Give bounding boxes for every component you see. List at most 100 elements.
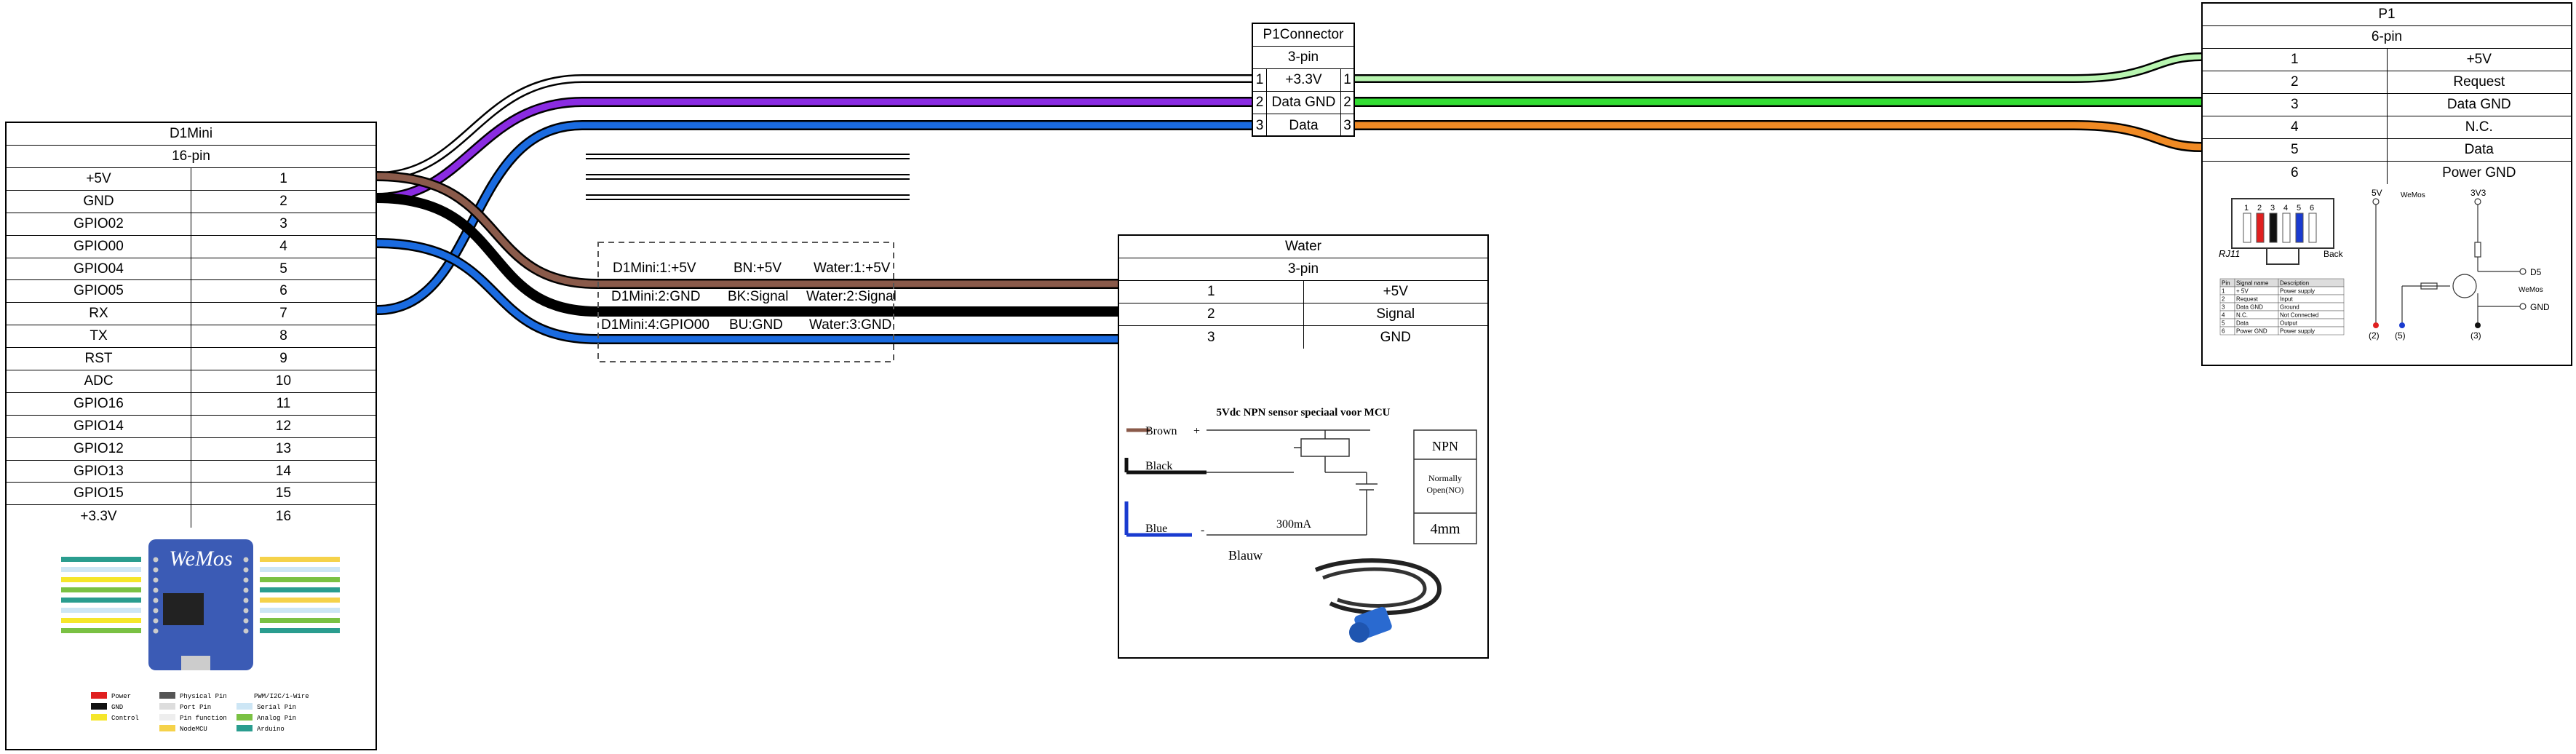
- water-subtitle: 3-pin: [1119, 258, 1487, 281]
- wire-label-bu: BU:GND: [729, 317, 783, 333]
- p1connector-right-num: 3: [1340, 114, 1353, 137]
- svg-text:RJ11: RJ11: [2219, 248, 2240, 259]
- svg-text:Serial Pin: Serial Pin: [257, 704, 296, 711]
- d1mini-pin-name: GPIO15: [73, 485, 124, 501]
- p1-pin-name: Request: [2386, 71, 2572, 93]
- d1mini-pin-name: ADC: [84, 373, 114, 389]
- svg-text:WeMos: WeMos: [2519, 286, 2543, 294]
- wire-label-box: [597, 242, 894, 362]
- pin-legend-bar: [260, 608, 340, 614]
- board-pin-hole: [243, 598, 249, 603]
- d1mini-pin-name: GPIO00: [73, 238, 124, 254]
- pin-legend-bar: [61, 618, 141, 624]
- svg-text:Control: Control: [111, 715, 139, 722]
- water-sensor-image: 5Vdc NPN sensor speciaal voor MCU Brown …: [1119, 349, 1487, 657]
- p1connector-right-num: 1: [1340, 69, 1353, 91]
- d1mini-pin-number: 12: [191, 415, 375, 437]
- d1mini-pin-name: GPIO04: [73, 261, 124, 277]
- p1-pin-number: 5: [2290, 142, 2299, 157]
- wire-group-d1-water: [376, 171, 1119, 344]
- svg-text:D5: D5: [2530, 267, 2542, 277]
- p1-pin-number: 3: [2290, 97, 2299, 112]
- water-title: Water: [1119, 236, 1487, 258]
- wire-black: [376, 193, 1119, 317]
- board-pin-hole: [153, 598, 159, 603]
- d1mini-pin-number: 5: [191, 258, 375, 280]
- svg-text:3V3: 3V3: [2470, 188, 2486, 198]
- d1mini-pin-name: TX: [90, 328, 108, 344]
- pin-legend-bar: [260, 577, 340, 583]
- pin-legend-bar: [260, 598, 340, 603]
- p1-desc-text: Data GND: [2236, 304, 2263, 311]
- rj11-pin-label: 3: [2270, 204, 2275, 213]
- pin-legend-bar: [61, 608, 141, 614]
- d1mini-title: D1Mini: [7, 123, 375, 146]
- svg-text:Physical Pin: Physical Pin: [180, 693, 227, 700]
- d1mini-pin-number: 8: [191, 325, 375, 348]
- svg-text:5V: 5V: [2372, 188, 2382, 198]
- svg-text:Power: Power: [111, 693, 131, 700]
- p1-desc-text: 4: [2222, 312, 2225, 319]
- svg-text:300mA: 300mA: [1276, 518, 1311, 531]
- p1-pin-name: N.C.: [2386, 116, 2572, 138]
- d1mini-pin-name: GND: [83, 193, 114, 209]
- rj11-pin: [2308, 213, 2317, 243]
- wire-label-bk: BK:Signal: [728, 289, 789, 304]
- p1-desc-text: 5: [2222, 320, 2225, 327]
- d1mini-pin-row: GPIO12 13: [7, 437, 375, 461]
- svg-text:Blue: Blue: [1145, 523, 1167, 535]
- svg-text:4mm: 4mm: [1430, 521, 1460, 537]
- p1-title: P1: [2203, 4, 2571, 26]
- svg-text:Analog Pin: Analog Pin: [257, 715, 296, 722]
- board-pin-hole: [243, 557, 249, 563]
- board-pin-hole: [243, 587, 249, 593]
- wire-label-water1: Water:1:+5V: [814, 261, 891, 276]
- d1mini-pin-name: GPIO13: [73, 463, 124, 479]
- svg-text:Port Pin: Port Pin: [180, 704, 211, 711]
- rj11-pin: [2295, 213, 2304, 243]
- p1-desc-text: 2: [2222, 296, 2225, 303]
- d1mini-pin-number: 16: [191, 505, 375, 528]
- d1mini-pin-name: GPIO12: [73, 440, 124, 456]
- svg-text:PWM/I2C/1-Wire: PWM/I2C/1-Wire: [254, 693, 309, 700]
- pin-legend-bar: [61, 587, 141, 593]
- p1-schematic: [2372, 198, 2527, 324]
- p1-desc-text: Data: [2236, 320, 2249, 327]
- p1-desc-text: N.C.: [2236, 312, 2248, 319]
- d1mini-pin-number: 9: [191, 348, 375, 370]
- wire-label-water2: Water:2:Signal: [806, 289, 897, 304]
- p1connector-right-num: 2: [1340, 92, 1353, 114]
- d1mini-pin-name: GPIO16: [73, 395, 124, 411]
- d1mini-pin-number: 13: [191, 437, 375, 460]
- pin-legend-bar: [61, 598, 141, 603]
- board-pin-hole: [153, 628, 159, 634]
- water-pin-number: 3: [1206, 329, 1215, 345]
- d1mini-pin-number: 11: [191, 392, 375, 415]
- d1mini-pin-number: 10: [191, 370, 375, 392]
- d1mini-board-image: WeMos Power GND Control Physical Pin Por…: [7, 528, 375, 750]
- p1-desc-text: Power supply: [2280, 328, 2315, 335]
- wire-group-p1conn-p1: [1355, 52, 2202, 152]
- p1-desc-text: Signal name: [2236, 280, 2269, 287]
- pin-legend-bar: [260, 557, 340, 563]
- svg-text:Blauw: Blauw: [1228, 548, 1263, 563]
- p1-pin-number: 4: [2290, 119, 2299, 135]
- rj11-pin-label: 4: [2283, 204, 2288, 213]
- d1mini-pin-name: RX: [89, 306, 108, 322]
- wire-label-d1-gnd: D1Mini:2:GND: [611, 289, 701, 304]
- wire-light-green: [1355, 52, 2202, 83]
- water-pin-number: 2: [1206, 306, 1215, 322]
- svg-text:NodeMCU: NodeMCU: [180, 726, 207, 733]
- pin-legend-bar: [61, 628, 141, 634]
